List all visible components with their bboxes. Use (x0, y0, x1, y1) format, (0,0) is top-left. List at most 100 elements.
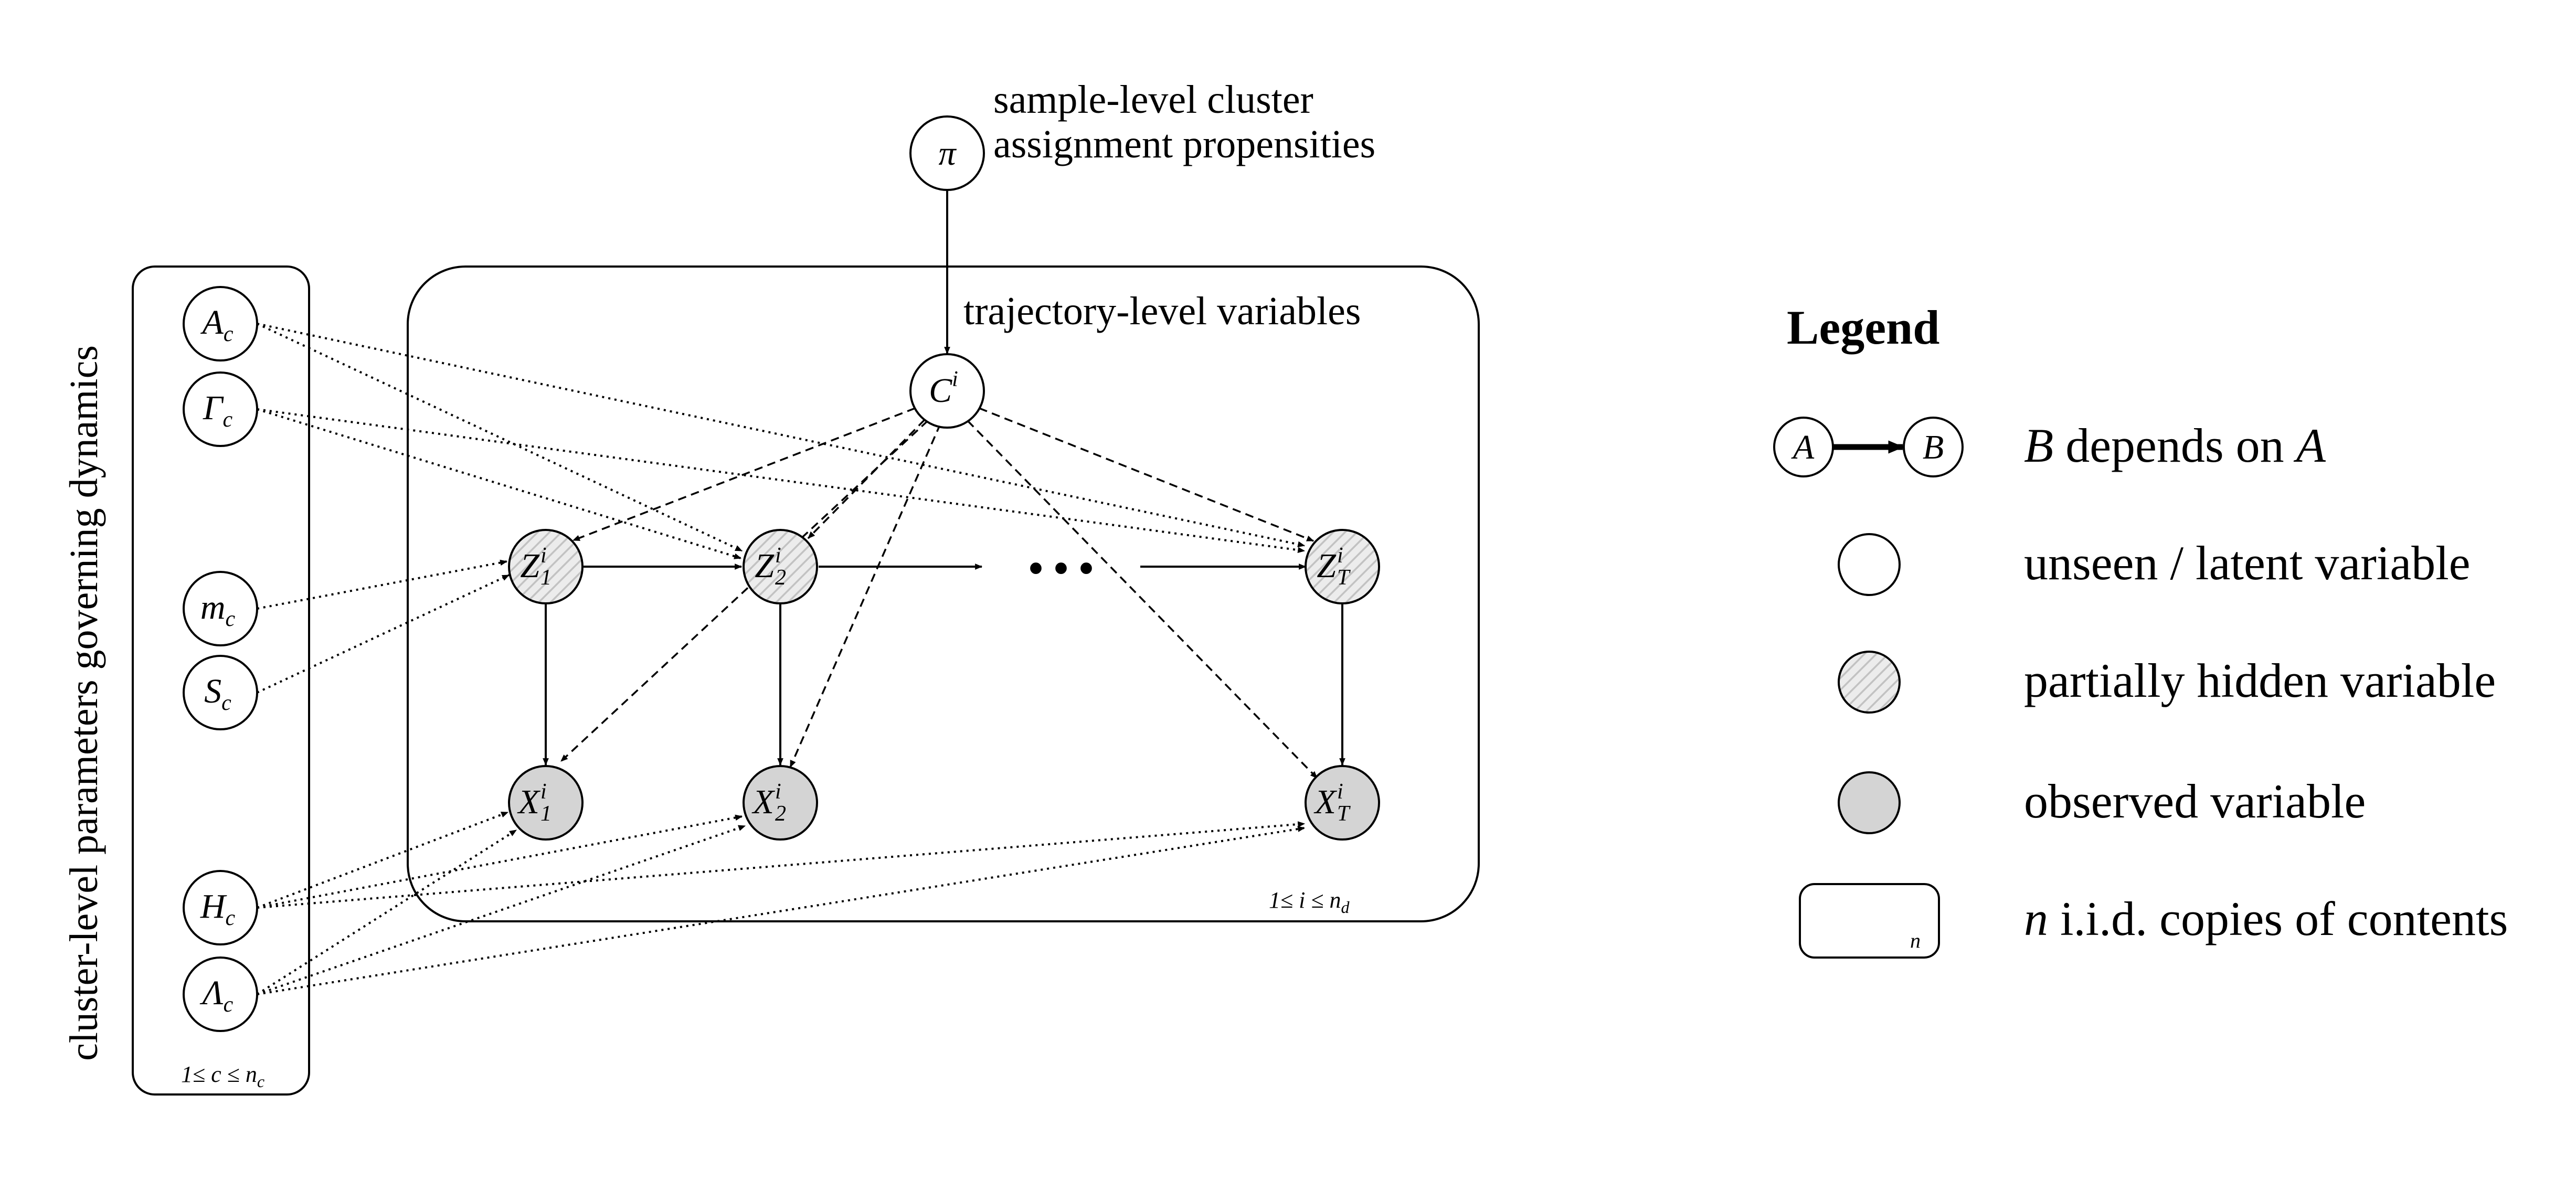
svg-text:Hc: Hc (200, 887, 236, 930)
node-C: Ci (909, 353, 985, 429)
edge-S-Z1 (257, 574, 510, 694)
edge-H-XT (257, 821, 1306, 909)
node-Z1-base: Z (520, 547, 540, 585)
legend-partial-symbol (1838, 651, 1901, 714)
edge-Gamma-Z2 (257, 408, 742, 559)
legend-plate-text: n i.i.d. copies of contents (2024, 892, 2508, 945)
node-C-sup: i (952, 367, 958, 391)
cluster-plate (132, 265, 310, 1096)
svg-text:Γc: Γc (203, 389, 233, 432)
legend-latent-text: unseen / latent variable (2024, 536, 2471, 590)
node-Z1-sub: 1 (540, 566, 552, 590)
node-S-base: S (204, 672, 221, 710)
node-S: Sc (183, 655, 258, 730)
legend-partial-text: partially hidden variable (2024, 654, 2496, 707)
node-H-sub: c (226, 906, 236, 930)
legend-dep-from: A (1791, 428, 1815, 466)
node-pi-label: π (938, 134, 957, 173)
node-H: Hc (183, 870, 258, 945)
node-X1-sub: 1 (540, 802, 552, 826)
legend-dependency-row: A B B depends on A (1773, 417, 2326, 477)
legend-plate-var: n (1910, 929, 1921, 952)
ellipsis: • • • (1029, 546, 1094, 592)
legend-title: Legend (1787, 301, 1939, 354)
svg-text:Z: Z (1317, 547, 1337, 585)
legend-dep-to: B (1923, 428, 1944, 466)
edge-Lambda-X2 (257, 825, 746, 995)
legend: Legend A B B depends on A unseen / laten… (1773, 301, 2508, 959)
trajectory-plate (407, 265, 1480, 922)
edge-Lambda-XT (257, 826, 1306, 995)
node-m-base: m (200, 588, 226, 626)
svg-text:Sc: Sc (204, 672, 231, 715)
solid-edges (543, 190, 1345, 766)
edge-C-X2 (789, 423, 941, 768)
node-m: mc (183, 571, 258, 646)
cluster-plate-range: 1≤ c ≤ nc (181, 1061, 264, 1091)
node-ZT-sup: i (1337, 544, 1343, 568)
cluster-plate-label: cluster-level parameters governing dynam… (62, 345, 106, 1061)
svg-text:Z: Z (520, 547, 540, 585)
edge-Lambda-X1 (256, 829, 517, 995)
node-Z1-sup: i (540, 544, 547, 568)
svg-text:X: X (517, 783, 541, 821)
node-Gamma: Γc (183, 371, 258, 447)
node-Gamma-base: Γ (203, 389, 224, 427)
node-XT: X i T (1305, 765, 1380, 841)
node-XT-base: X (1313, 783, 1338, 821)
trajectory-plate-range: 1≤ i ≤ nd (1269, 887, 1350, 917)
svg-text:Z: Z (755, 547, 775, 585)
node-Z2-base: Z (755, 547, 775, 585)
node-A-base: A (200, 303, 224, 342)
node-X2-sub: 2 (775, 802, 786, 826)
svg-text:mc: mc (200, 588, 236, 631)
edge-H-X1 (257, 811, 509, 909)
svg-text:Ci: Ci (929, 367, 958, 410)
legend-plate-row: n n i.i.d. copies of contents (1799, 883, 2508, 959)
node-C-base: C (929, 371, 952, 410)
node-S-sub: c (221, 691, 231, 715)
legend-observed-row: observed variable (1838, 771, 2366, 834)
node-ZT: Z i T (1305, 529, 1380, 604)
edge-H-X2 (257, 814, 743, 909)
node-ZT-base: Z (1317, 547, 1337, 585)
node-Lambda-base: Λ (199, 974, 224, 1012)
legend-dep-text: B depends on A (2024, 419, 2326, 472)
legend-observed-text: observed variable (2024, 774, 2366, 828)
svg-text:Ac: Ac (200, 303, 234, 346)
node-Gamma-sub: c (222, 408, 232, 432)
node-X2-base: X (751, 783, 776, 821)
node-A: Ac (183, 286, 258, 362)
svg-text:Λc: Λc (199, 974, 234, 1017)
legend-observed-symbol (1838, 771, 1901, 834)
pi-description-line1: sample-level cluster (993, 78, 1313, 122)
legend-latent-row: unseen / latent variable (1838, 533, 2471, 596)
legend-latent-symbol (1838, 533, 1901, 596)
edge-m-Z1 (257, 559, 508, 610)
node-Lambda-sub: c (224, 993, 234, 1017)
node-A-sub: c (224, 322, 234, 346)
legend-partial-row: partially hidden variable (1838, 651, 2496, 714)
edge-C-ZT (979, 407, 1314, 542)
node-X2-sup: i (775, 780, 781, 804)
node-Z2-sub: 2 (775, 566, 786, 590)
node-Z2-sup: i (775, 544, 781, 568)
node-XT-sup: i (1337, 780, 1343, 804)
pi-description-line2: assignment propensities (993, 122, 1375, 166)
node-H-base: H (200, 887, 227, 926)
edge-A-Z2 (257, 323, 743, 552)
node-Lambda: Λc (183, 956, 258, 1032)
dashed-edges (560, 407, 1318, 779)
node-X1-sup: i (540, 780, 547, 804)
node-XT-sub: T (1337, 802, 1351, 826)
dotted-edges (256, 323, 1306, 995)
edge-C-X1 (560, 420, 929, 762)
node-m-sub: c (226, 607, 236, 631)
legend-plate-symbol (1799, 883, 1940, 959)
edge-A-ZT (257, 323, 1306, 548)
node-pi: π (909, 115, 985, 191)
node-Z2: Z i 2 (743, 529, 818, 604)
trajectory-plate-label: trajectory-level variables (963, 289, 1361, 333)
node-ZT-sub: T (1337, 566, 1351, 590)
